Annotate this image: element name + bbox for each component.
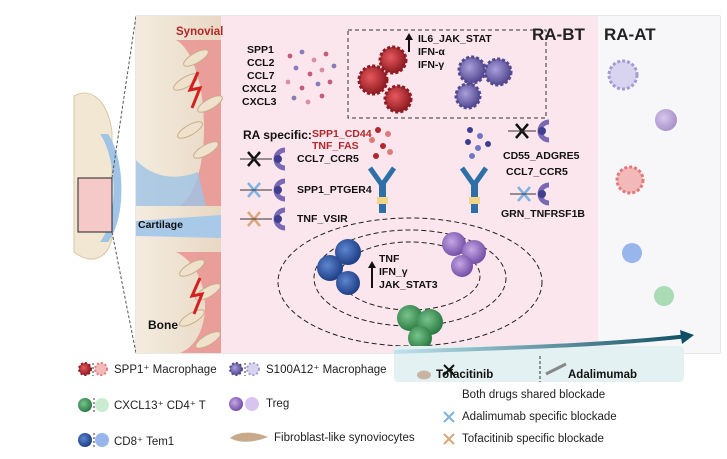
legend-tofacitinib-blockade: Tofacitinib specific blockade	[462, 433, 604, 445]
left-block-icons	[240, 147, 286, 231]
chemokine-label: CXCL2	[242, 83, 277, 95]
macrophage-box	[347, 29, 547, 119]
tissue-column	[136, 16, 223, 353]
left-interaction-label: SPP1_PTGER4	[297, 184, 372, 196]
legend-treg: Treg	[266, 398, 290, 410]
tofacitinib-pill-icon	[417, 370, 431, 380]
lightning-icon	[189, 277, 205, 315]
center-gene-label: JAK_STAT3	[379, 279, 438, 291]
tofacitinib-label: Tofacitinib	[436, 369, 494, 381]
legend-cd8-tem1: CD8⁺ Tem1	[114, 436, 175, 448]
right-interaction-label: CD55_ADGRE5	[503, 150, 580, 162]
center-gene-label: IFN_γ	[379, 266, 408, 278]
macrophage-gene-label: IFN-α	[418, 46, 445, 58]
macrophage-gene-label: IL6_JAK_STAT	[418, 33, 492, 45]
left-interaction-label: TNF_VSIR	[297, 213, 348, 225]
s100a12-macrophage-cluster	[454, 55, 513, 110]
right-interaction-label: CCL7_CCR5	[506, 166, 568, 178]
ra-at-cells	[607, 59, 677, 306]
legend-fibroblast: Fibroblast-like synoviocytes	[274, 432, 415, 444]
right-block-icons	[508, 119, 550, 206]
ra-at-title: RA-AT	[604, 25, 656, 44]
chemokine-label: CCL2	[247, 57, 275, 69]
ra-specific-label: RA specific:	[243, 128, 312, 142]
syringe-icon	[545, 362, 567, 376]
macrophage-gene-label: IFN-γ	[418, 59, 445, 71]
treg-cluster	[442, 232, 486, 277]
adalimumab-label: Adalimumab	[568, 369, 638, 381]
legend-cxcl13-cd4-t: CXCL13⁺ CD4⁺ T	[114, 400, 206, 412]
chemokine-label: SPP1	[247, 44, 274, 56]
legend-adalimumab-blockade: Adalimumab specific blockade	[462, 411, 617, 423]
cd4-t-cluster	[397, 305, 443, 350]
chemokine-label: CCL7	[247, 70, 275, 82]
ligand-dots	[369, 127, 491, 159]
right-interaction-label: GRN_TNFRSF1B	[501, 208, 586, 220]
receptor-right	[459, 166, 489, 213]
left-interaction-label: CCL7_CCR5	[297, 153, 359, 165]
chemokine-label: CXCL3	[242, 96, 277, 108]
joint-thumbnail	[73, 15, 137, 354]
drug-arrow	[393, 330, 694, 382]
chemokine-dots	[285, 49, 337, 105]
legend-s100a12-macrophage: S100A12⁺ Macrophage	[266, 364, 387, 376]
legend-icons	[78, 362, 455, 447]
fibroblast-icon	[230, 432, 268, 442]
center-gene-label: TNF	[379, 253, 400, 265]
cd8-tem1-cluster	[317, 239, 361, 295]
synovial-label: Synovial	[176, 26, 224, 38]
spp1-macrophage-cluster	[357, 45, 413, 114]
bone-label: Bone	[148, 318, 178, 332]
ra-specific-gene: TNF_FAS	[312, 140, 359, 152]
receptor-left	[367, 166, 397, 213]
legend-both-blockade: Both drugs shared blockade	[462, 389, 606, 401]
lightning-icon	[187, 71, 203, 109]
legend-spp1-macrophage: SPP1⁺ Macrophage	[114, 364, 217, 376]
cartilage-label: Cartilage	[138, 219, 183, 231]
ra-specific-gene: SPP1_CD44	[312, 128, 372, 140]
ra-bt-title: RA-BT	[532, 25, 585, 44]
